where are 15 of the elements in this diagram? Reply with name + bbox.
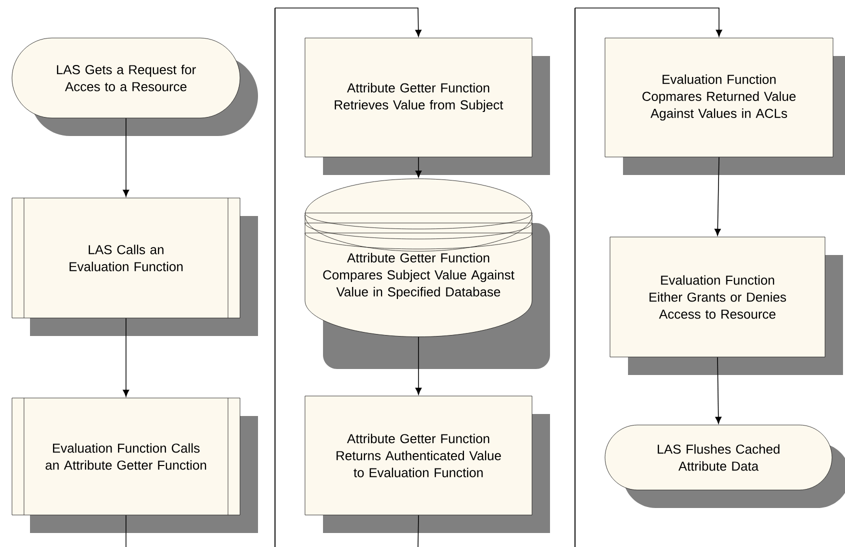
arrow [122,318,130,397]
arrow [415,156,422,178]
database-cylinder: Attribute Getter Function Compares Subject Value Against Value in Specified Database [304,178,550,369]
arrow [574,8,722,37]
arrow [274,8,422,37]
arrow [714,156,721,236]
predefined-process-box: Evaluation Function Calls an Attribute Getter Function [12,398,258,533]
predefined-process-box: LAS Calls an Evaluation Function [12,198,258,336]
process-box: Attribute Getter Function Retrieves Value from Subject [304,38,550,175]
arrow [715,356,722,424]
process-box: Evaluation Function Either Grants or Denies Access to Resource [610,236,843,375]
process-box: Attribute Getter Function Returns Authenticated Value to Evaluation Function [304,396,550,533]
arrow [415,336,422,395]
arrow [122,118,130,197]
process-box: Evaluation Function Copmares Returned Value Against Values in ACLs [604,38,845,175]
